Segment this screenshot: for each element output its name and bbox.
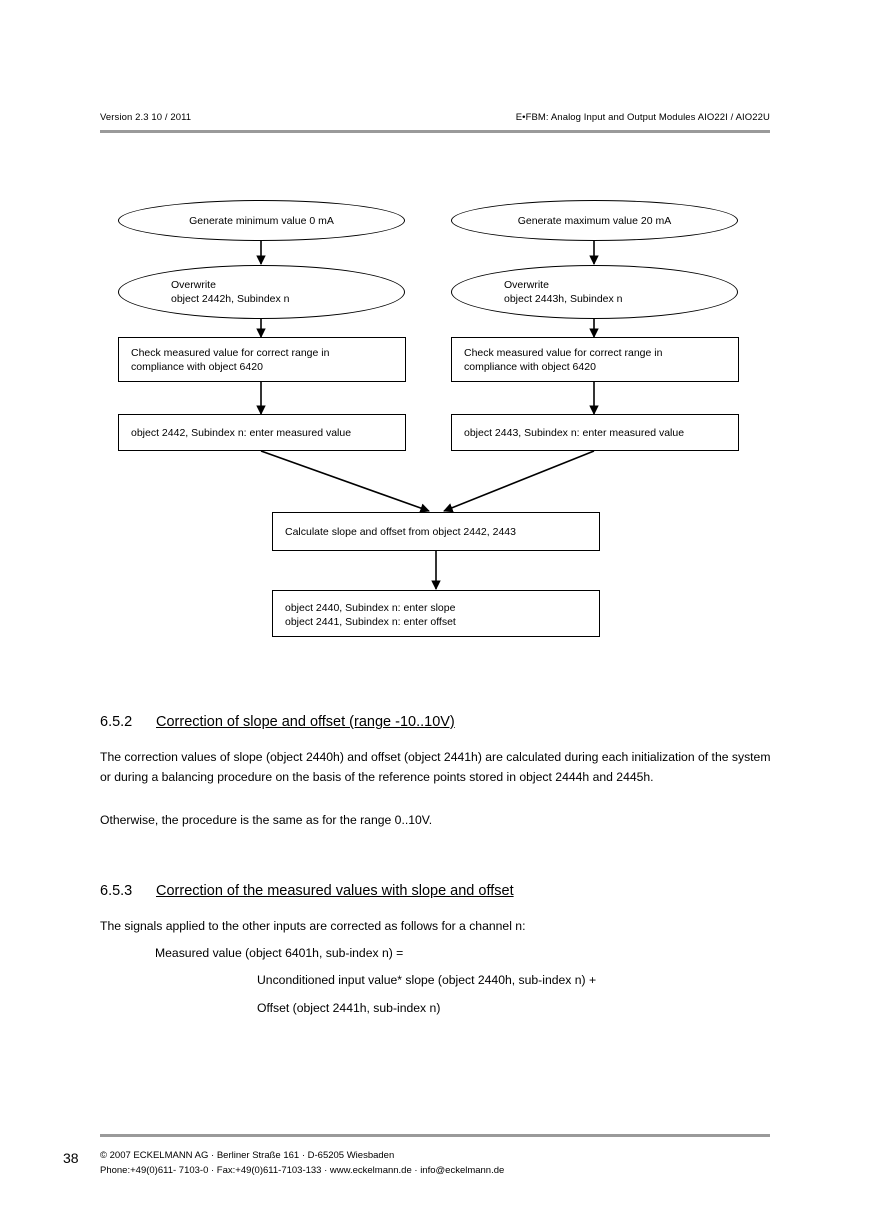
formula-line-3: Offset (object 2441h, sub-index n) (257, 1001, 441, 1015)
page-header: Version 2.3 10 / 2011 E•FBM: Analog Inpu… (100, 112, 770, 136)
node-overwrite-2443-line1: Overwrite (504, 279, 549, 291)
node-generate-maximum: Generate maximum value 20 mA (451, 200, 738, 241)
node-enter-measured-2442: object 2442, Subindex n: enter measured … (118, 414, 406, 451)
node-calculate-slope-offset: Calculate slope and offset from object 2… (272, 512, 600, 551)
page-number: 38 (63, 1150, 79, 1166)
calibration-flowchart: Generate minimum value 0 mA Overwrite ob… (118, 200, 739, 637)
header-version-text: Version 2.3 10 / 2011 (100, 112, 192, 123)
node-generate-minimum-label: Generate minimum value 0 mA (189, 215, 334, 227)
footer-company-info: © 2007 ECKELMANN AG · Berliner Straße 16… (100, 1148, 504, 1178)
node-enter-slope-offset-line1: object 2440, Subindex n: enter slope (285, 602, 456, 614)
node-overwrite-2443: Overwrite object 2443h, Subindex n (451, 265, 738, 319)
header-document-title: E•FBM: Analog Input and Output Modules A… (515, 112, 770, 123)
node-enter-measured-2443-label: object 2443, Subindex n: enter measured … (464, 427, 685, 439)
node-check-range-right-line1: Check measured value for correct range i… (464, 347, 663, 359)
formula-line-2: Unconditioned input value* slope (object… (257, 973, 597, 987)
node-enter-slope-offset: object 2440, Subindex n: enter slope obj… (272, 590, 600, 637)
node-overwrite-2443-line2: object 2443h, Subindex n (504, 293, 623, 305)
node-overwrite-2442-line1: Overwrite (171, 279, 216, 291)
section-heading-652: 6.5.2 Correction of slope and offset (ran… (100, 714, 455, 730)
paragraph-652-1: The correction values of slope (object 2… (100, 750, 771, 784)
footer-line-2: Phone:+49(0)611- 7103-0 · Fax:+49(0)611-… (100, 1165, 505, 1176)
node-check-range-left-line2: compliance with object 6420 (131, 361, 263, 373)
node-overwrite-2442: Overwrite object 2442h, Subindex n (118, 265, 405, 319)
node-check-range-right: Check measured value for correct range i… (451, 337, 739, 382)
paragraph-652-2: Otherwise, the procedure is the same as … (100, 813, 433, 827)
section-heading-653: 6.5.3 Correction of the measured values w… (100, 883, 514, 899)
section-title-653: Correction of the measured values with s… (156, 883, 514, 899)
connector-merge-left (260, 450, 430, 513)
node-calculate-slope-offset-label: Calculate slope and offset from object 2… (285, 526, 516, 538)
section-number-652: 6.5.2 (100, 714, 133, 730)
node-overwrite-2442-line2: object 2442h, Subindex n (171, 293, 290, 305)
node-generate-minimum: Generate minimum value 0 mA (118, 200, 405, 241)
node-enter-slope-offset-line2: object 2441, Subindex n: enter offset (285, 616, 456, 628)
footer-line-1: © 2007 ECKELMANN AG · Berliner Straße 16… (100, 1150, 395, 1161)
node-generate-maximum-label: Generate maximum value 20 mA (517, 215, 672, 227)
section-title-652: Correction of slope and offset (range -1… (156, 714, 455, 730)
formula-line-1: Measured value (object 6401h, sub-index … (155, 946, 404, 960)
node-enter-measured-2443: object 2443, Subindex n: enter measured … (451, 414, 739, 451)
node-enter-measured-2442-label: object 2442, Subindex n: enter measured … (131, 427, 352, 439)
node-check-range-right-line2: compliance with object 6420 (464, 361, 596, 373)
node-check-range-left-line1: Check measured value for correct range i… (131, 347, 330, 359)
node-check-range-left: Check measured value for correct range i… (118, 337, 406, 382)
section-number-653: 6.5.3 (100, 883, 133, 899)
header-divider-rule (100, 130, 770, 133)
connector-merge-right (443, 450, 595, 513)
footer-divider-rule (100, 1134, 770, 1137)
paragraph-653-1: The signals applied to the other inputs … (100, 919, 526, 933)
